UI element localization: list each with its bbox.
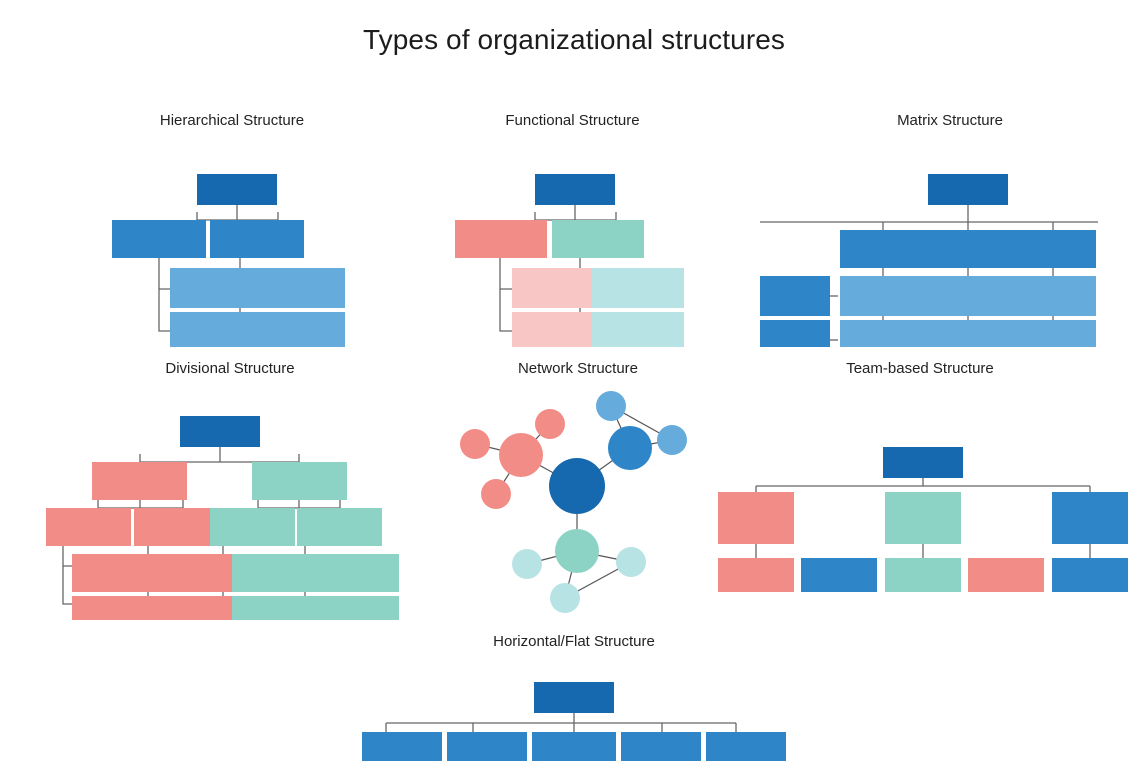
- node-leaf-2[interactable]: [157, 554, 242, 592]
- diagram-hierarchical: [112, 174, 345, 347]
- node-col-header-2[interactable]: [925, 230, 1011, 268]
- panel-hierarchical: Hierarchical Structure: [82, 112, 382, 347]
- node-leaf-3[interactable]: [232, 554, 317, 592]
- node-flat-2[interactable]: [447, 732, 527, 761]
- node-center[interactable]: [549, 458, 605, 514]
- node-l1-2[interactable]: [552, 220, 644, 258]
- panel-title-matrix: Matrix Structure: [897, 112, 1003, 129]
- node-flat-1[interactable]: [362, 732, 442, 761]
- page-title: Types of organizational structures: [362, 24, 786, 55]
- node-leaf-1[interactable]: [72, 554, 157, 592]
- node-teal-hub[interactable]: [555, 529, 599, 573]
- node-leaf-8[interactable]: [314, 596, 399, 620]
- node-l2-2[interactable]: [592, 268, 684, 308]
- node-l1-2[interactable]: [210, 220, 304, 258]
- panel-divisional: Divisional Structure: [20, 360, 440, 620]
- node-blue-hub[interactable]: [608, 426, 652, 470]
- node-salmon-hub[interactable]: [499, 433, 543, 477]
- panel-matrix: Matrix Structure: [760, 112, 1140, 347]
- node-salmon-satellite-2[interactable]: [535, 409, 565, 439]
- node-l2-2[interactable]: [251, 268, 345, 308]
- panel-functional: Functional Structure: [430, 112, 715, 347]
- node-blue-satellite-2[interactable]: [657, 425, 687, 455]
- node-root[interactable]: [180, 416, 260, 447]
- node-l2-1[interactable]: [512, 268, 604, 308]
- node-cell-2-1[interactable]: [840, 320, 926, 347]
- node-flat-4[interactable]: [621, 732, 701, 761]
- node-unit-1-1[interactable]: [46, 508, 131, 546]
- panel-title-horizontal-flat: Horizontal/Flat Structure: [493, 633, 655, 650]
- panel-title-functional: Functional Structure: [505, 112, 640, 129]
- node-root[interactable]: [928, 174, 1008, 205]
- node-leaf-4[interactable]: [314, 554, 399, 592]
- panel-title-hierarchical: Hierarchical Structure: [159, 112, 305, 129]
- diagram-divisional: [46, 416, 399, 620]
- panel-team-based: Team-based Structure: [700, 360, 1140, 595]
- diagram-matrix: [760, 174, 1098, 347]
- connectors: [760, 204, 1098, 341]
- node-member-5[interactable]: [1052, 558, 1128, 592]
- connectors: [755, 478, 1091, 558]
- node-unit-2-2[interactable]: [297, 508, 382, 546]
- diagram-network: [460, 391, 687, 613]
- node-l1-1[interactable]: [112, 220, 206, 258]
- node-flat-5[interactable]: [706, 732, 786, 761]
- node-cell-1-2[interactable]: [925, 276, 1011, 316]
- node-root[interactable]: [197, 174, 277, 205]
- node-division-2[interactable]: [252, 462, 347, 500]
- node-row-header-1[interactable]: [760, 276, 830, 316]
- node-l2-4[interactable]: [251, 312, 345, 347]
- node-teal-satellite-2[interactable]: [616, 547, 646, 577]
- node-team-lead-1[interactable]: [718, 492, 794, 544]
- node-leaf-7[interactable]: [232, 596, 317, 620]
- node-member-4[interactable]: [968, 558, 1044, 592]
- node-team-lead-3[interactable]: [1052, 492, 1128, 544]
- node-row-header-2[interactable]: [760, 320, 830, 347]
- node-blue-satellite-1[interactable]: [596, 391, 626, 421]
- node-root[interactable]: [534, 682, 614, 713]
- node-team-lead-2[interactable]: [885, 492, 961, 544]
- diagram-functional: [455, 174, 684, 347]
- node-flat-3[interactable]: [532, 732, 616, 761]
- node-leaf-6[interactable]: [157, 596, 242, 620]
- diagram-horizontal-flat: [362, 682, 786, 761]
- node-member-1[interactable]: [718, 558, 794, 592]
- node-salmon-satellite-3[interactable]: [481, 479, 511, 509]
- panel-horizontal-flat: Horizontal/Flat Structure: [324, 633, 824, 761]
- node-teal-satellite-1[interactable]: [512, 549, 542, 579]
- node-unit-1-2[interactable]: [134, 508, 219, 546]
- node-division-1[interactable]: [92, 462, 187, 500]
- panel-title-team-based: Team-based Structure: [846, 360, 994, 377]
- connectors: [385, 713, 737, 732]
- node-root[interactable]: [535, 174, 615, 205]
- panel-network: Network Structure: [443, 360, 713, 620]
- node-member-3[interactable]: [885, 558, 961, 592]
- node-l2-3[interactable]: [170, 312, 264, 347]
- node-col-header-1[interactable]: [840, 230, 926, 268]
- node-unit-2-1[interactable]: [210, 508, 295, 546]
- node-cell-2-2[interactable]: [925, 320, 1011, 347]
- node-l2-4[interactable]: [592, 312, 684, 347]
- node-teal-satellite-3[interactable]: [550, 583, 580, 613]
- node-root[interactable]: [883, 447, 963, 478]
- panel-title-network: Network Structure: [517, 360, 639, 377]
- node-l2-1[interactable]: [170, 268, 264, 308]
- node-l1-1[interactable]: [455, 220, 547, 258]
- node-leaf-5[interactable]: [72, 596, 157, 620]
- node-cell-2-3[interactable]: [1010, 320, 1096, 347]
- node-member-2[interactable]: [801, 558, 877, 592]
- panel-title-divisional: Divisional Structure: [165, 360, 295, 377]
- node-l2-3[interactable]: [512, 312, 604, 347]
- diagram-team-based: [718, 447, 1128, 592]
- node-col-header-3[interactable]: [1010, 230, 1096, 268]
- node-cell-1-1[interactable]: [840, 276, 926, 316]
- node-cell-1-3[interactable]: [1010, 276, 1096, 316]
- node-salmon-satellite-1[interactable]: [460, 429, 490, 459]
